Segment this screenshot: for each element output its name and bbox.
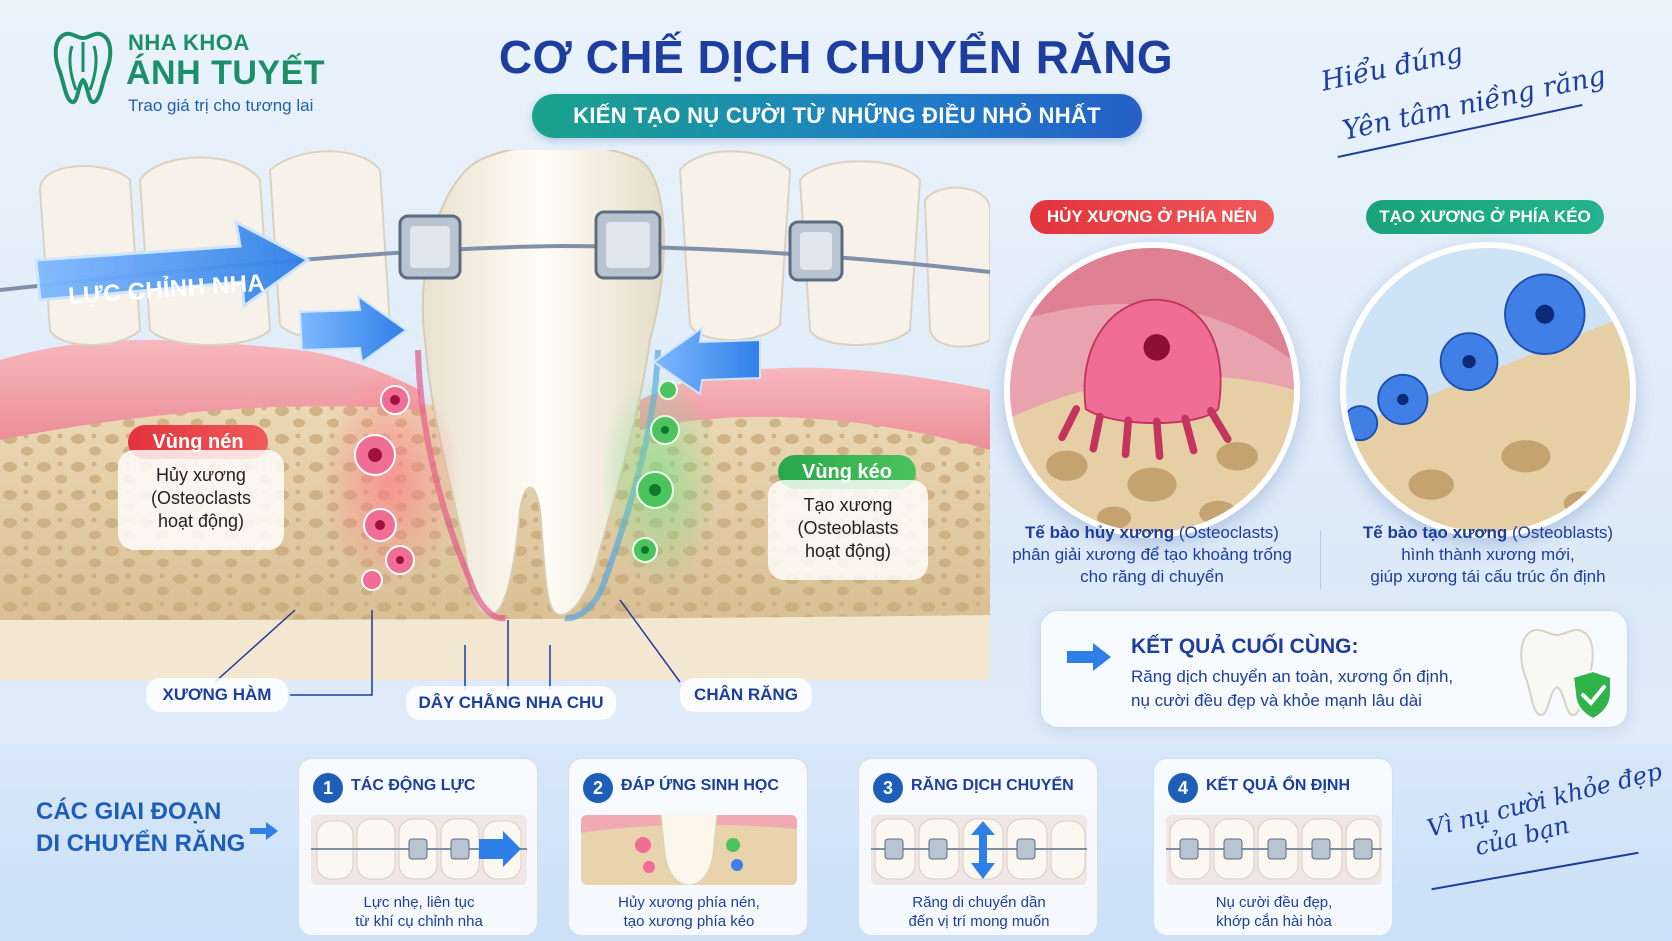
aligned-teeth-icon [1166,815,1382,885]
stage-caption: Nụ cười đều đẹp, khớp cắn hài hòa [1154,893,1394,931]
compression-zone-note: Hủy xương (Osteoclasts hoạt động) [118,450,284,550]
stage-card-2: 2 ĐÁP ỨNG SINH HỌC Hủy xương phía nén, t… [568,758,808,936]
brand-name-big: ÁNH TUYẾT [126,54,326,92]
stage-number: 1 [313,773,343,803]
final-result-line2: nụ cười đều đẹp và khỏe mạnh lâu dài [1131,691,1422,710]
bone-remodel-icon [581,815,797,885]
stage-caption-line1: Hủy xương phía nén, [618,894,760,911]
bracket-icon [398,210,844,282]
stages-title: CÁC GIAI ĐOẠN DI CHUYỂN RĂNG [36,796,256,860]
stage-image-biology [581,815,797,885]
stage-card-3: 3 RĂNG DỊCH CHUYỂN Răng di chuyển dần đế… [858,758,1098,936]
stage-caption-line2: từ khí cụ chỉnh nha [355,913,483,930]
stage-number: 3 [873,773,903,803]
arrow-right-icon [1067,643,1111,671]
tension-zone-note: Tạo xương (Osteoblasts hoạt động) [768,480,928,580]
final-result-title: KẾT QUẢ CUỐI CÙNG: [1131,635,1359,658]
stage-image-movement [871,815,1087,885]
stages-title-line2: DI CHUYỂN RĂNG [36,830,246,857]
braces-force-icon [311,815,527,885]
resorption-tag: HỦY XƯƠNG Ở PHÍA NÉN [1030,200,1274,234]
page-subtitle: KIẾN TẠO NỤ CƯỜI TỪ NHỮNG ĐIỀU NHỎ NHẤT [532,94,1142,138]
healthy-tooth-shield-icon [1520,628,1612,721]
osteoblast-cell-icon [1346,248,1630,532]
arrow-right-icon [250,822,278,840]
resorption-desc-bold: Tế bào hủy xương [1025,523,1175,542]
final-result-line1: Răng dịch chuyển an toàn, xương ổn định, [1131,667,1454,686]
tooth-logo-icon [53,31,113,104]
stage-title: ĐÁP ỨNG SINH HỌC [621,777,779,794]
osteoblast-closeup [1340,242,1636,538]
final-result-body: Răng dịch chuyển an toàn, xương ổn định,… [1131,665,1511,713]
stage-caption-line1: Lực nhẹ, liên tục [363,894,475,911]
compression-note-line2: (Osteoclasts [150,488,252,508]
stage-title: TÁC ĐỘNG LỰC [351,777,476,794]
resorption-desc-line2: phân giải xương để tạo khoảng trống [1012,545,1292,564]
tension-note-line2: (Osteoblasts [797,518,899,538]
stage-caption: Răng di chuyển dần đến vị trí mong muốn [859,893,1099,931]
brand-name-small: NHA KHOA [128,30,250,55]
brand-logo: NHA KHOA ÁNH TUYẾT Trao giá trị cho tươn… [52,26,352,116]
resorption-desc-paren: (Osteoclasts) [1174,523,1279,542]
formation-desc-paren: (Osteoblasts) [1507,523,1614,542]
stage-caption-line1: Nụ cười đều đẹp, [1215,894,1333,911]
stage-number: 2 [583,773,613,803]
stage-image-force [311,815,527,885]
jaw-bone-label: XƯƠNG HÀM [146,678,288,712]
stage-caption-line2: đến vị trí mong muốn [908,913,1050,930]
formation-desc-line3: giúp xương tái cấu trúc ổn định [1370,567,1606,586]
resorption-desc-line3: cho răng di chuyển [1080,567,1224,586]
tooth-moving-icon [871,815,1087,885]
stage-card-1: 1 TÁC ĐỘNG LỰC Lực nhẹ, liên tục từ khí … [298,758,538,936]
stage-caption: Lực nhẹ, liên tục từ khí cụ chỉnh nha [299,893,539,931]
formation-description: Tế bào tạo xương (Osteoblasts) hình thàn… [1320,522,1656,588]
tooth-root-label: CHÂN RĂNG [680,678,812,712]
formation-tag: TẠO XƯƠNG Ở PHÍA KÉO [1366,200,1604,234]
resorption-description: Tế bào hủy xương (Osteoclasts) phân giải… [990,522,1314,588]
slogan-line-1: Hiểu đúng [1318,37,1466,98]
stage-title: KẾT QUẢ ỔN ĐỊNH [1206,777,1350,794]
page-title: CƠ CHẾ DỊCH CHUYỂN RĂNG [498,31,1174,83]
stages-strip [0,744,1672,941]
compression-note-line3: hoạt động) [157,511,245,531]
brand-tagline: Trao giá trị cho tương lai [128,96,314,115]
compression-note-line1: Hủy xương [156,465,246,485]
periodontal-ligament-label: DÂY CHẰNG NHA CHU [406,686,616,720]
stages-title-line1: CÁC GIAI ĐOẠN [36,798,222,825]
final-result-card: KẾT QUẢ CUỐI CÙNG: Răng dịch chuyển an t… [1040,610,1628,728]
tension-note-line3: hoạt động) [804,541,892,561]
stage-caption: Hủy xương phía nén, tạo xương phía kéo [569,893,809,931]
tension-note-line1: Tạo xương [803,495,893,515]
stage-title: RĂNG DỊCH CHUYỂN [911,777,1074,794]
stage-caption-line2: tạo xương phía kéo [623,913,755,930]
stage-card-4: 4 KẾT QUẢ ỔN ĐỊNH Nụ cười đều đẹp, khớp … [1153,758,1393,936]
stage-number: 4 [1168,773,1198,803]
stage-caption-line2: khớp cắn hài hòa [1216,913,1332,930]
stage-caption-line1: Răng di chuyển dần [912,894,1046,911]
formation-desc-bold: Tế bào tạo xương [1362,523,1508,542]
osteoclast-cell-icon [1010,248,1294,532]
mechanism-divider [1320,530,1321,590]
osteoclast-closeup [1004,242,1300,538]
formation-desc-line2: hình thành xương mới, [1401,545,1575,564]
stage-image-stable [1166,815,1382,885]
